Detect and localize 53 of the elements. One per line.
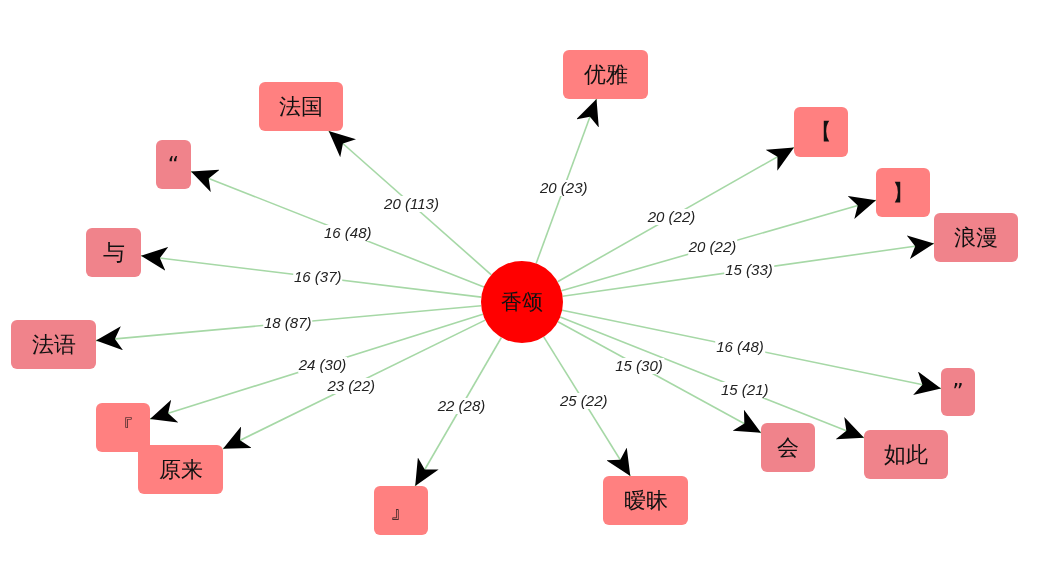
node-text: 法语 bbox=[31, 331, 76, 358]
node-text: 【 bbox=[810, 119, 832, 145]
edge-label: 15 (33) bbox=[724, 261, 774, 278]
edge-label: 24 (30) bbox=[297, 356, 348, 373]
arrow bbox=[327, 130, 493, 276]
node-text: 】 bbox=[892, 179, 914, 206]
term-box bbox=[934, 213, 1018, 262]
arrow bbox=[222, 319, 486, 450]
node-text: ” bbox=[952, 379, 964, 405]
term-box bbox=[876, 168, 930, 217]
edge-label: 20 (23) bbox=[539, 180, 589, 197]
node-text: 如此 bbox=[884, 441, 928, 468]
term-box bbox=[761, 423, 815, 472]
term-box bbox=[794, 107, 848, 157]
edge-label: 18 (87) bbox=[263, 315, 313, 332]
term-box bbox=[96, 403, 150, 452]
arrow bbox=[542, 336, 632, 477]
hub-circle bbox=[481, 261, 563, 343]
edge-label: 20 (22) bbox=[646, 209, 697, 225]
term-box bbox=[864, 430, 948, 479]
edge-label: 15 (21) bbox=[719, 382, 770, 399]
term-box bbox=[941, 368, 975, 416]
edge-label: 23 (22) bbox=[326, 377, 376, 394]
node-text: 香颂 bbox=[501, 289, 543, 315]
term-box bbox=[563, 50, 648, 99]
edge-label: 20 (113) bbox=[383, 196, 440, 213]
term-box bbox=[374, 486, 428, 535]
arrow bbox=[414, 336, 503, 487]
term-box bbox=[259, 82, 343, 131]
node-text: 法国 bbox=[279, 93, 323, 120]
edge-label: 20 (22) bbox=[687, 239, 738, 256]
edge-label: 25 (22) bbox=[559, 393, 609, 410]
node-text: “ bbox=[167, 151, 180, 178]
arrow bbox=[535, 98, 599, 265]
edge-label: 16 (48) bbox=[715, 339, 765, 355]
edge-label: 16 (48) bbox=[323, 225, 373, 242]
node-text: 与 bbox=[102, 239, 125, 266]
node-text: 暧昧 bbox=[623, 487, 668, 514]
node-text: 会 bbox=[777, 434, 799, 461]
node-text: 优雅 bbox=[583, 61, 628, 88]
term-box bbox=[86, 228, 141, 277]
node-text: 原来 bbox=[158, 456, 203, 483]
node-text: 『 bbox=[112, 414, 134, 441]
term-box bbox=[11, 320, 96, 369]
term-box bbox=[156, 140, 191, 189]
edge-label: 22 (28) bbox=[436, 398, 487, 415]
node-text: 浪漫 bbox=[954, 224, 998, 251]
node-text: 』 bbox=[390, 497, 412, 524]
term-box bbox=[138, 445, 223, 494]
edge-label: 16 (37) bbox=[293, 269, 343, 286]
arrow bbox=[556, 146, 795, 283]
edge-label: 15 (30) bbox=[614, 358, 664, 374]
term-box bbox=[603, 476, 688, 525]
